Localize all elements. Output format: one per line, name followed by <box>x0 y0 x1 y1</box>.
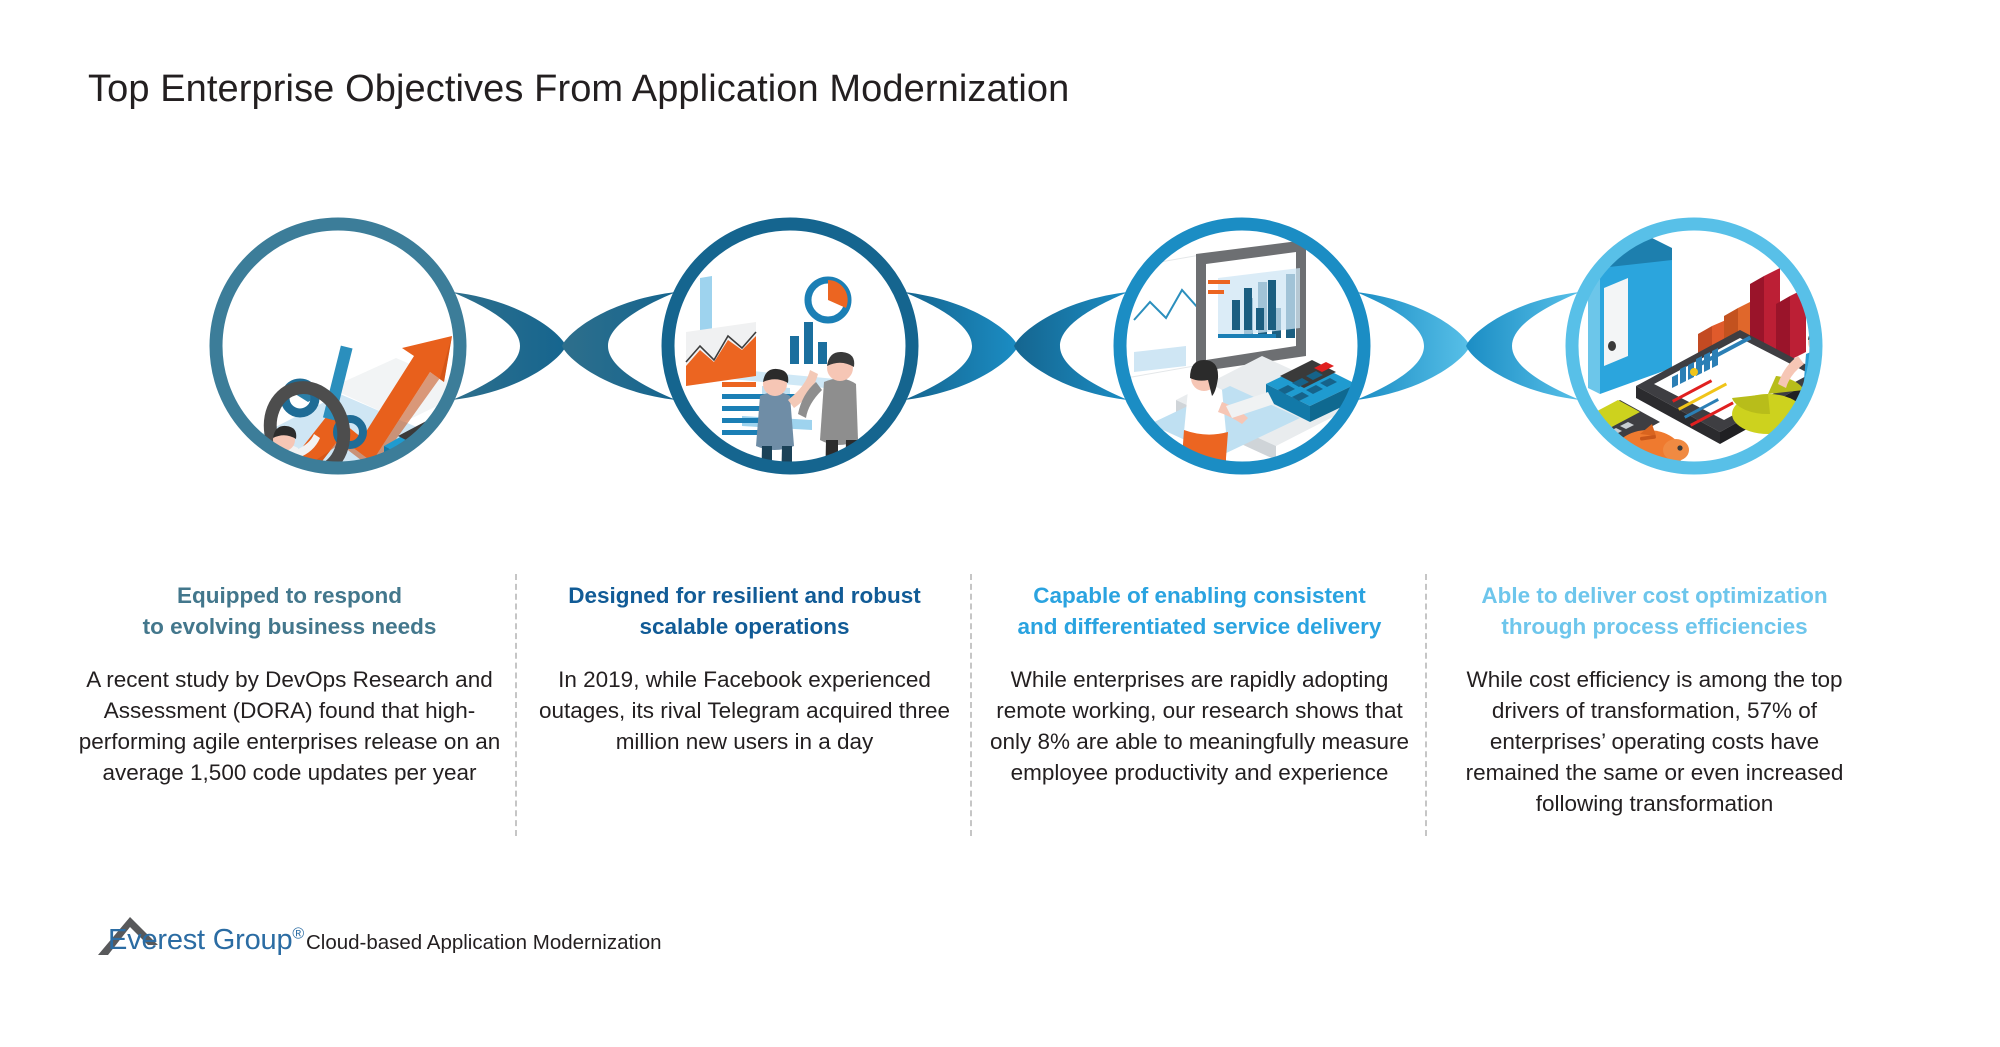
objective-heading-2: Designed for resilient and robust scalab… <box>568 583 921 639</box>
footer-branding: Everest Group® Cloud-based Application M… <box>96 905 748 957</box>
logo-text: Everest Group <box>108 924 293 956</box>
calculator-icon <box>1266 360 1356 422</box>
objective-column-1: Equipped to respond to evolving business… <box>62 574 517 870</box>
everest-group-wordmark: Everest Group® <box>108 926 304 955</box>
objectives-columns: Equipped to respond to evolving business… <box>0 574 2000 870</box>
ring-3 <box>1113 217 1371 475</box>
column-divider-3 <box>1425 574 1427 836</box>
objective-body-3: While enterprises are rapidly adopting r… <box>990 667 1409 785</box>
objective-column-2: Designed for resilient and robust scalab… <box>517 574 972 870</box>
registered-trademark-symbol: ® <box>292 925 304 943</box>
connector-ribbons <box>452 292 1580 400</box>
column-divider-1 <box>515 574 517 836</box>
circle-chain-graphic <box>0 150 2000 570</box>
objective-body-2: In 2019, while Facebook experienced outa… <box>538 667 951 754</box>
objective-column-3: Capable of enabling consistent and diffe… <box>972 574 1427 870</box>
objective-body-4: While cost efficiency is among the top d… <box>1465 667 1844 816</box>
objective-body-1: A recent study by DevOps Research and As… <box>78 667 501 785</box>
ring-1 <box>209 217 467 475</box>
objective-heading-4: Able to deliver cost optimization throug… <box>1481 583 1828 639</box>
objective-column-4: Able to deliver cost optimization throug… <box>1427 580 1882 870</box>
objective-heading-3: Capable of enabling consistent and diffe… <box>1017 583 1382 639</box>
ring-2 <box>661 217 919 475</box>
everest-peak-logo-icon <box>98 917 158 955</box>
binder-icon <box>1588 238 1672 394</box>
column-divider-2 <box>970 574 972 836</box>
page-title: Top Enterprise Objectives From Applicati… <box>88 68 1070 110</box>
objective-heading-1: Equipped to respond to evolving business… <box>142 583 437 639</box>
footer-tagline: Cloud-based Application Modernization <box>305 930 662 954</box>
ring-4 <box>1565 217 1823 475</box>
illustration-circle-3 <box>1114 218 1370 474</box>
